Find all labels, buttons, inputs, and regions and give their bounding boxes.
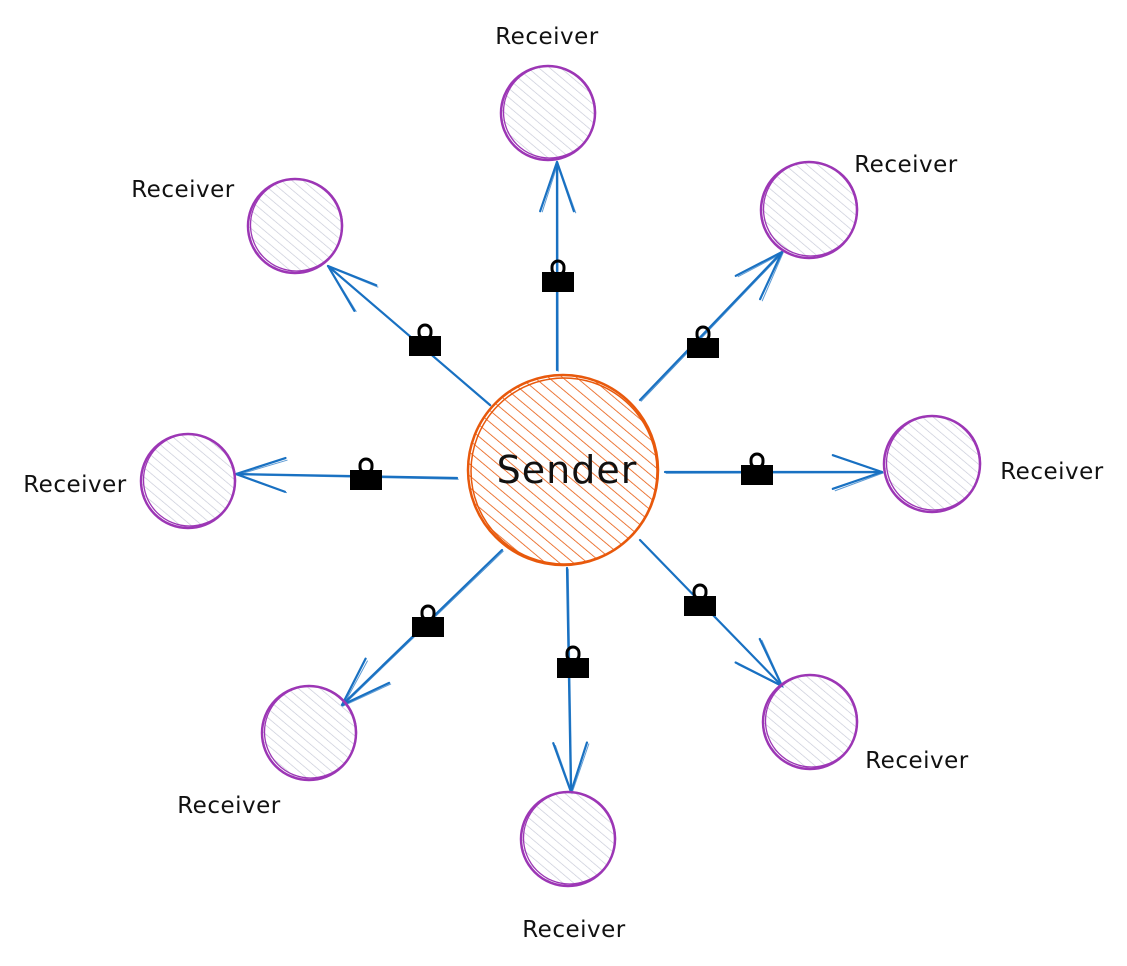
lock-icon <box>684 583 716 616</box>
arrowhead-top-left <box>326 264 378 312</box>
receiver-node-top: Receiver <box>495 24 599 162</box>
receiver-label: Receiver <box>23 472 127 498</box>
receiver-node-left: Receiver <box>23 432 237 530</box>
arrow-left <box>234 456 459 494</box>
receiver-node-bottom-left: Receiver <box>177 684 358 819</box>
lock-icon <box>409 323 441 356</box>
arrow-top <box>539 160 577 372</box>
receiver-label: Receiver <box>865 748 969 774</box>
sender-circle-sketch <box>470 377 658 565</box>
arrow-top-right <box>638 250 785 402</box>
sender-circle <box>466 373 660 567</box>
lock-icon <box>687 325 719 358</box>
receiver-label: Receiver <box>522 917 626 943</box>
lock-icon <box>557 645 589 678</box>
lock-icon <box>350 457 382 490</box>
lock-icon <box>741 452 773 485</box>
receiver-node-top-right: Receiver <box>759 152 958 260</box>
arrow-right <box>663 454 885 492</box>
lock-icon <box>542 259 574 292</box>
lock-icon <box>412 604 444 637</box>
receiver-label: Receiver <box>131 177 235 203</box>
receiver-node-top-left: Receiver <box>131 177 344 275</box>
receiver-label: Receiver <box>854 152 958 178</box>
receiver-label: Receiver <box>495 24 599 50</box>
receiver-label: Receiver <box>177 793 281 819</box>
receiver-node-right: Receiver <box>882 414 1104 514</box>
locks-layer <box>350 259 773 678</box>
arrowhead-top <box>539 160 575 213</box>
receiver-node-bottom-right: Receiver <box>761 673 969 774</box>
receivers-layer: ReceiverReceiverReceiverReceiverReceiver… <box>23 24 1104 943</box>
sender-node: Sender <box>466 373 660 567</box>
sender-label: Sender <box>497 448 638 492</box>
arrow-bottom <box>552 566 590 795</box>
receiver-node-bottom: Receiver <box>519 790 626 943</box>
receiver-label: Receiver <box>1000 459 1104 485</box>
arrowhead-top-right <box>734 250 784 301</box>
